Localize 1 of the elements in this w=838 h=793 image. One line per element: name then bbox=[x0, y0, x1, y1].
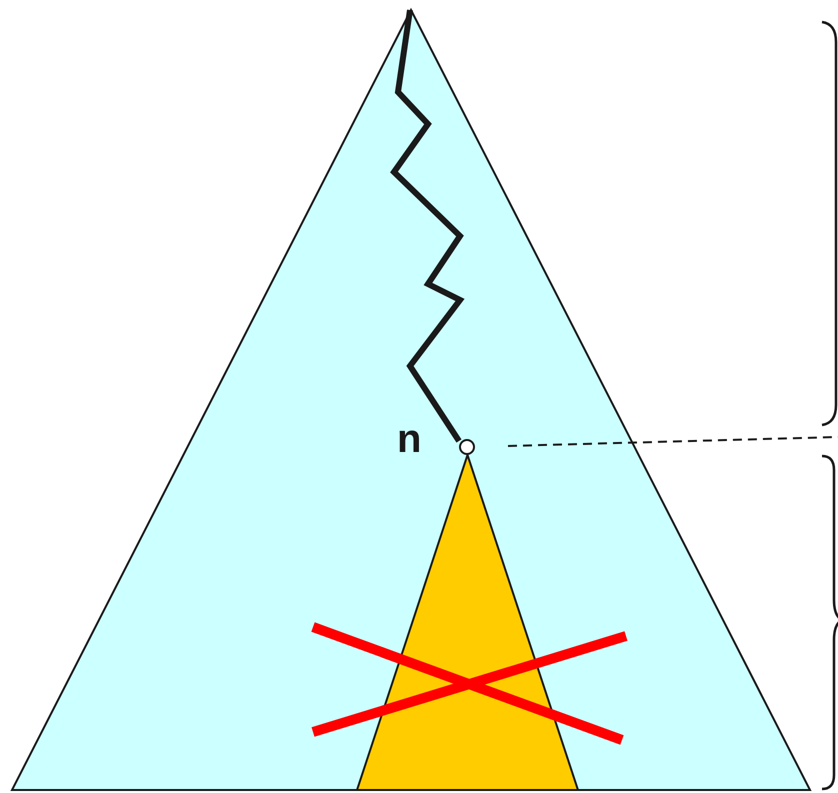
node-name: n bbox=[397, 423, 422, 455]
